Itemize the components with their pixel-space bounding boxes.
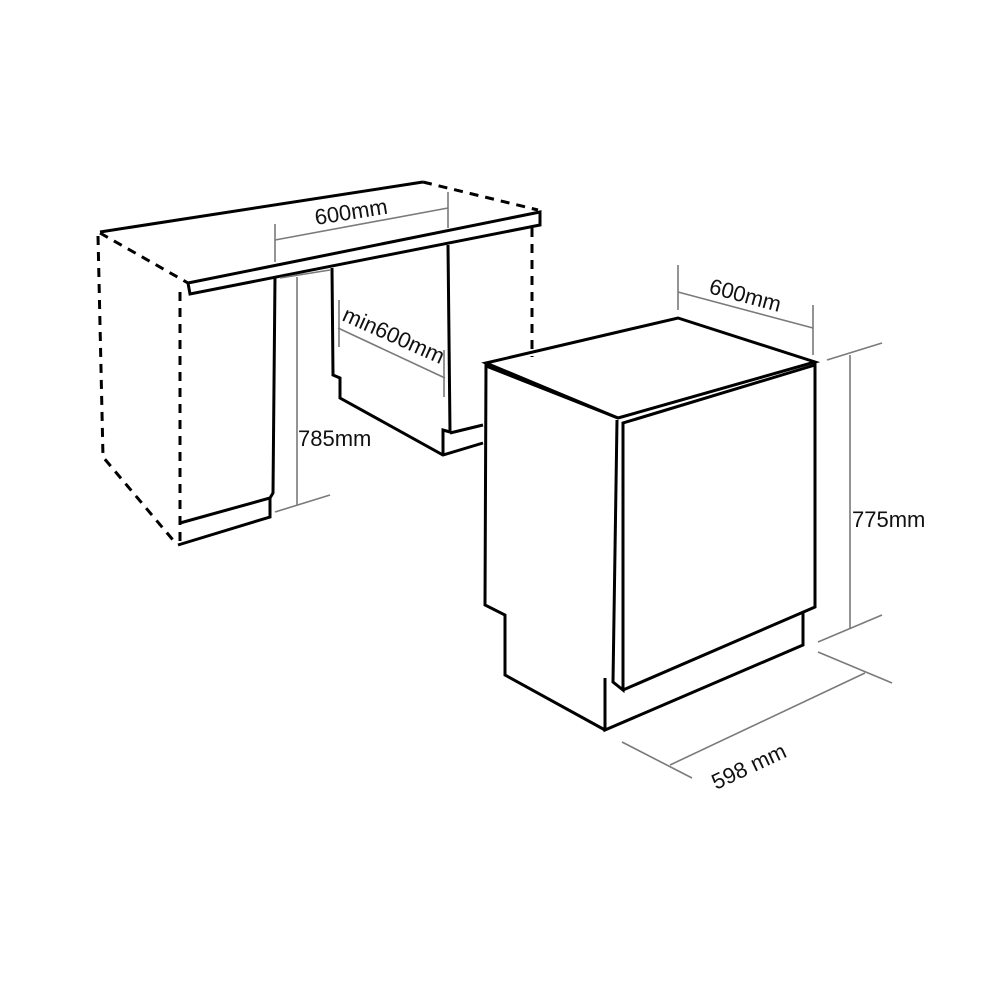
dishwasher-top (481, 316, 821, 420)
cabinet-depth-dimension-line (337, 327, 446, 379)
dishwasher-side (483, 362, 606, 732)
door-left-edge (611, 363, 816, 694)
kickplate (603, 613, 805, 733)
dimension-tick (817, 651, 893, 684)
door-panel (622, 362, 817, 692)
dishwasher-dimensions: 600mm 775mm 598 mm (621, 265, 925, 795)
dimension-tick (274, 494, 331, 513)
left-plinth (177, 498, 272, 547)
countertop-front-strip (186, 210, 542, 296)
niche-back-wall (330, 267, 484, 457)
appliance-depth-dimension-line (677, 291, 814, 329)
cabinet-niche (96, 180, 542, 547)
right-plinth-top (449, 423, 484, 435)
dimension-tick (621, 741, 693, 779)
dimension-tick (826, 342, 883, 361)
dimension-tick (279, 269, 331, 279)
left-cabinet-outline-hidden (96, 235, 175, 541)
dishwasher (481, 316, 821, 733)
countertop-back-edge (99, 180, 424, 234)
left-side-panel (179, 276, 277, 525)
countertop-right-edge-hidden (422, 180, 539, 212)
appliance-width-dimension-line (669, 672, 866, 766)
cabinet-width-label: 600mm (313, 194, 389, 230)
cabinet-width-dimension-line (274, 207, 449, 241)
right-side-panel (441, 244, 452, 455)
appliance-width-label: 598 mm (708, 738, 791, 794)
countertop-left-edge-hidden (99, 231, 189, 285)
cabinet-height-label: 785mm (298, 426, 371, 451)
dimension-tick (817, 614, 883, 643)
top-front-edge (485, 364, 619, 420)
cabinet-dimensions: 600mm min600mm 785mm (274, 192, 449, 513)
appliance-height-label: 775mm (852, 507, 925, 532)
